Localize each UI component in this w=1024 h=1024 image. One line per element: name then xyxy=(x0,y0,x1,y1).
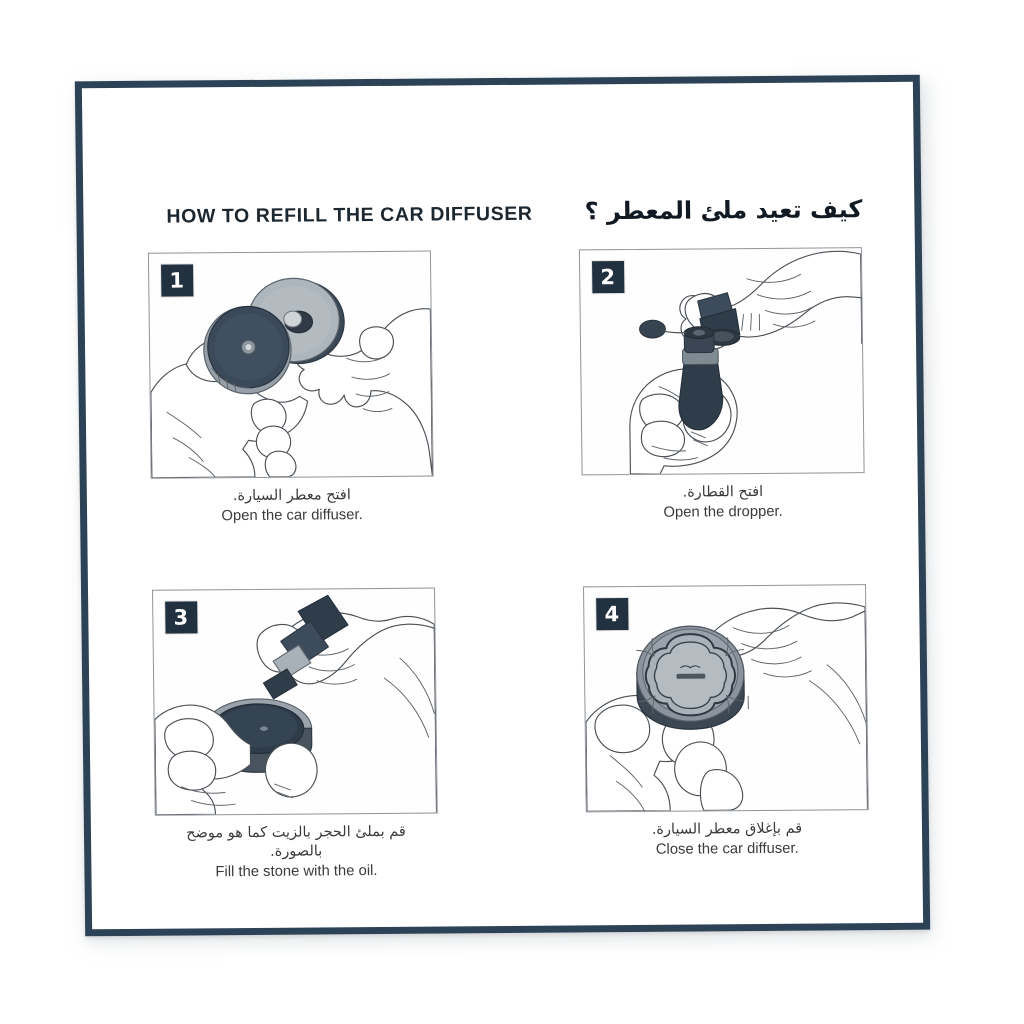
illustration-open-car-diffuser xyxy=(149,277,433,478)
illustration-fill-stone-with-oil xyxy=(153,594,437,815)
step-2: 2 xyxy=(578,247,865,524)
illustration-open-dropper xyxy=(628,250,862,475)
step-3-number-badge: 3 xyxy=(164,601,198,634)
step-4-illustration-panel: 4 xyxy=(582,584,869,813)
step-3: 3 xyxy=(151,587,439,884)
step-1-caption-arabic: افتح معطر السيارة. xyxy=(232,487,351,505)
step-4-caption-english: Close the car diffuser. xyxy=(655,840,799,859)
step-3-caption-arabic-line-2: بالصورة. xyxy=(270,843,323,861)
title-row: HOW TO REFILL THE CAR DIFFUSER كيف تعيد … xyxy=(83,195,914,247)
step-1-number-badge: 1 xyxy=(160,264,193,297)
step-1: 1 xyxy=(147,250,434,528)
step-3-caption-arabic-line-1: قم بملئ الحجر بالزيت كما هو موضح xyxy=(186,823,406,842)
steps-grid: 1 xyxy=(84,247,923,885)
step-4-number-badge: 4 xyxy=(595,598,629,631)
step-2-caption-arabic: افتح القطارة. xyxy=(682,483,764,501)
step-4: 4 xyxy=(582,584,869,880)
instruction-card: HOW TO REFILL THE CAR DIFFUSER كيف تعيد … xyxy=(74,74,931,937)
step-3-caption: قم بملئ الحجر بالزيت كما هو موضح بالصورة… xyxy=(154,823,438,884)
step-2-caption: افتح القطارة. Open the dropper. xyxy=(581,482,864,524)
step-2-illustration-panel: 2 xyxy=(578,247,865,476)
step-4-caption: قم بإغلاق معطر السيارة. Close the car di… xyxy=(585,819,868,861)
illustration-close-car-diffuser xyxy=(584,602,868,812)
step-3-illustration-panel: 3 xyxy=(151,587,438,816)
step-2-number-badge: 2 xyxy=(591,261,624,294)
page-title-english: HOW TO REFILL THE CAR DIFFUSER xyxy=(166,202,533,228)
card-content: HOW TO REFILL THE CAR DIFFUSER كيف تعيد … xyxy=(82,82,923,929)
step-1-caption: افتح معطر السيارة. Open the car diffuser… xyxy=(150,486,433,528)
step-2-caption-english: Open the dropper. xyxy=(663,503,783,521)
step-1-caption-english: Open the car diffuser. xyxy=(221,507,363,525)
step-3-caption-english: Fill the stone with the oil. xyxy=(215,863,378,881)
step-1-illustration-panel: 1 xyxy=(147,250,434,479)
step-4-caption-arabic: قم بإغلاق معطر السيارة. xyxy=(651,820,803,838)
page-title-arabic: كيف تعيد ملئ المعطر ؟ xyxy=(584,195,863,226)
